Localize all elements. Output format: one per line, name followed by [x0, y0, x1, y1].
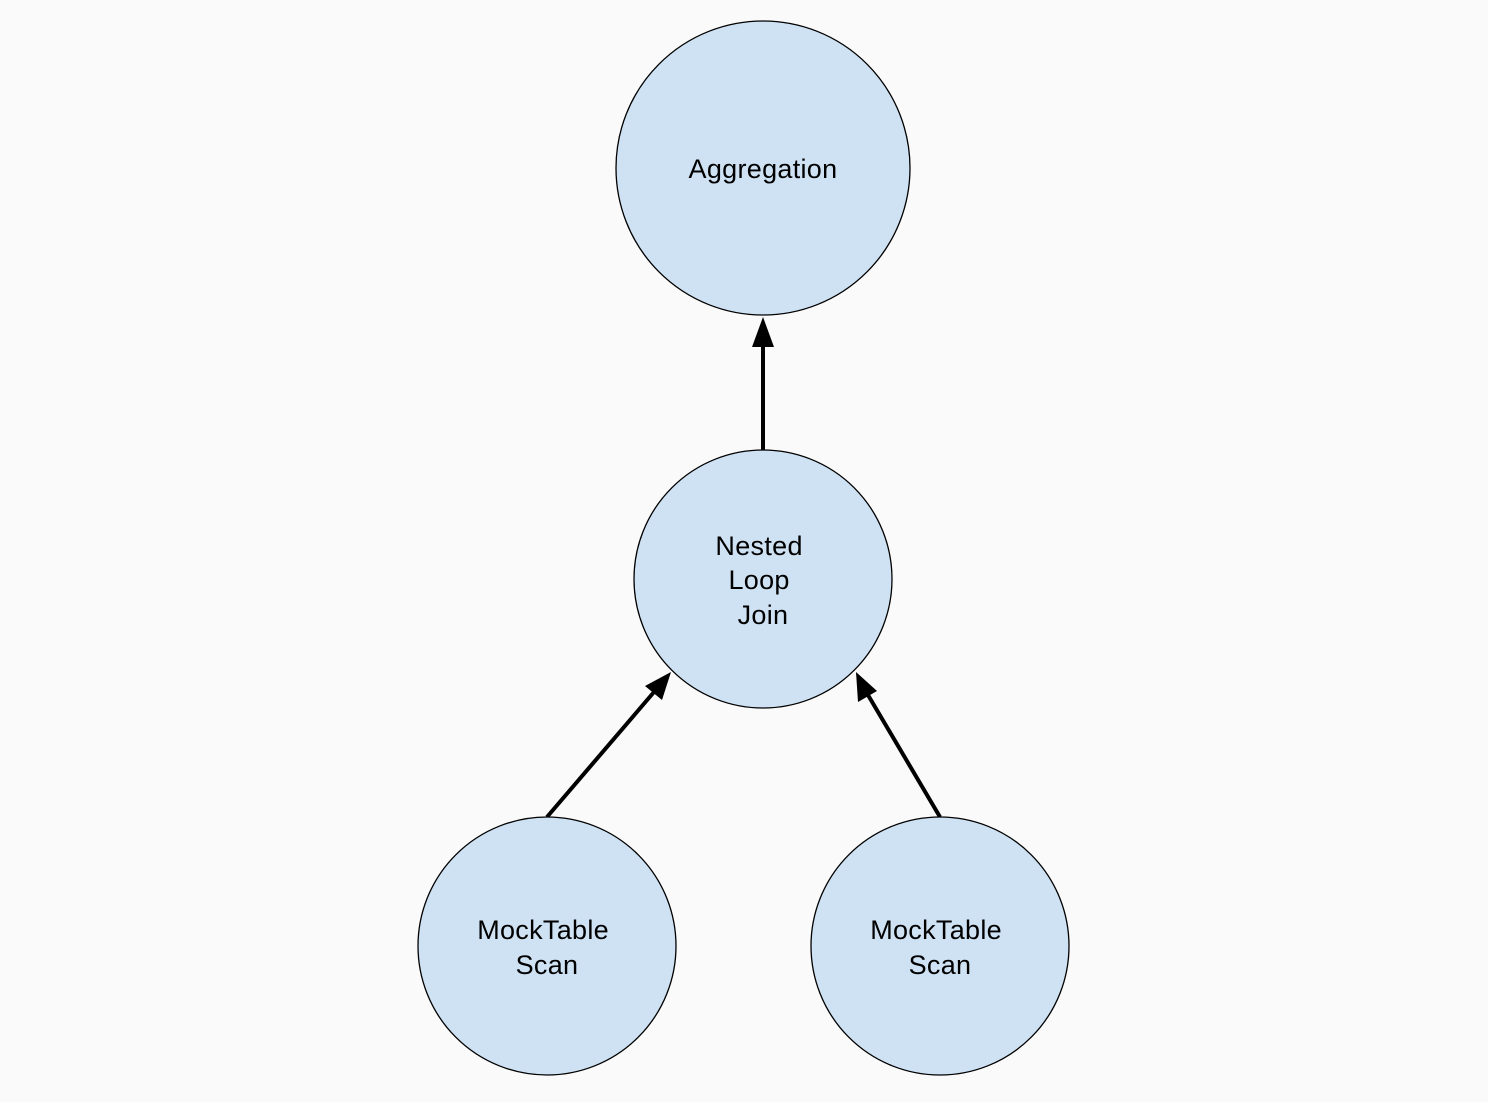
node-mocktable-scan-left-label: MockTable Scan — [477, 915, 617, 980]
node-mocktable-scan-left-line-1: MockTable — [477, 915, 609, 945]
node-aggregation-line-1: Aggregation — [689, 154, 838, 184]
node-nested-loop-join-label: Nested Loop Join — [715, 531, 810, 630]
arrowhead-icon — [856, 672, 877, 702]
node-nested-loop-join: Nested Loop Join — [633, 449, 893, 709]
node-mocktable-scan-left-line-2: Scan — [516, 950, 579, 980]
edges — [545, 317, 942, 819]
edge-left-scan-to-nested-loop-join — [545, 672, 671, 819]
node-aggregation-label: Aggregation — [689, 154, 838, 184]
node-nested-loop-join-line-1: Nested — [715, 531, 802, 561]
edge-nested-loop-join-to-aggregation — [752, 317, 774, 450]
arrowhead-icon — [645, 672, 671, 700]
node-nested-loop-join-line-3: Join — [738, 600, 789, 630]
node-nested-loop-join-line-2: Loop — [728, 565, 789, 595]
node-aggregation: Aggregation — [615, 20, 911, 316]
node-mocktable-scan-right-label: MockTable Scan — [870, 915, 1010, 980]
node-mocktable-scan-right-line-2: Scan — [909, 950, 972, 980]
arrowhead-icon — [752, 317, 774, 347]
node-mocktable-scan-right-line-1: MockTable — [870, 915, 1002, 945]
node-mocktable-scan-left: MockTable Scan — [417, 816, 677, 1076]
node-mocktable-scan-right: MockTable Scan — [810, 816, 1070, 1076]
edge-right-scan-to-nested-loop-join — [856, 672, 942, 819]
